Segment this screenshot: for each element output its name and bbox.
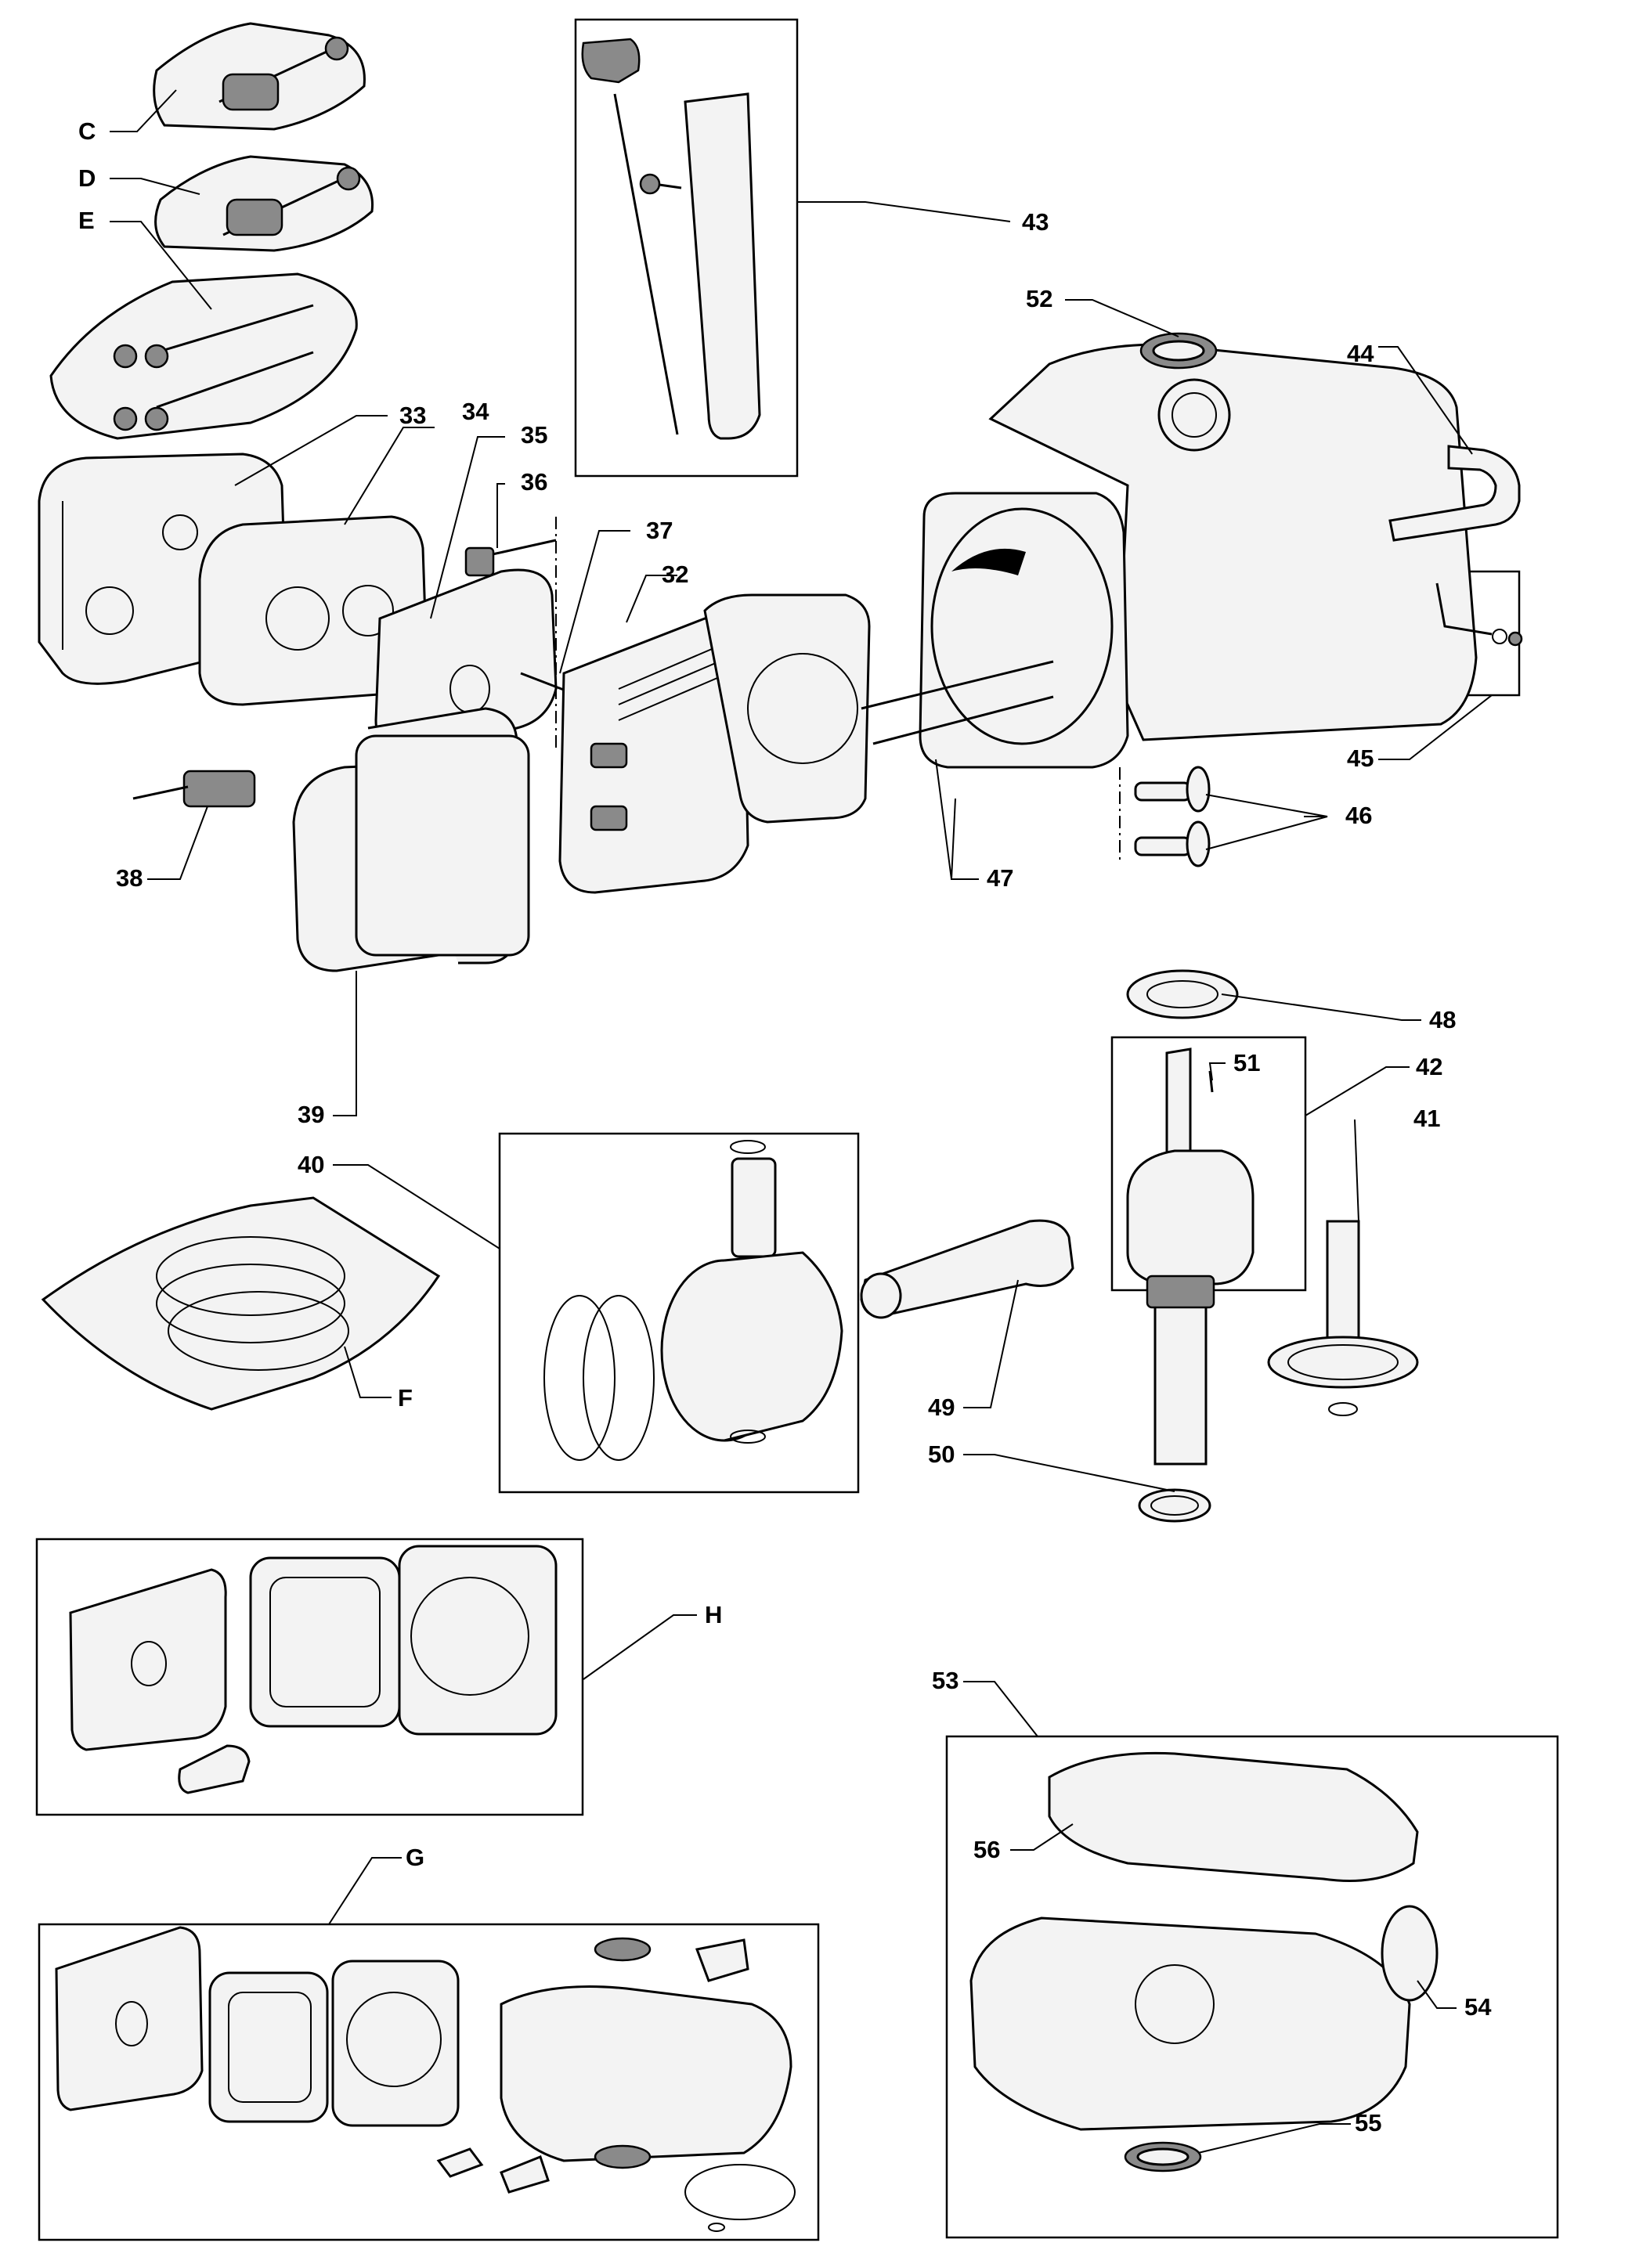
callout-e: E (78, 207, 95, 234)
callout-49: 49 (928, 1394, 955, 1421)
callout-52: 52 (1026, 285, 1053, 312)
callout-35: 35 (521, 421, 548, 449)
rocker-kit-e (49, 272, 358, 440)
callout-56: 56 (973, 1836, 1001, 1863)
bolt-36 (464, 539, 557, 577)
main-bearing-48 (1126, 969, 1239, 1019)
callout-55: 55 (1355, 2109, 1382, 2136)
callout-42: 42 (1416, 1053, 1443, 1080)
crankcase-cover-kit (969, 1751, 1439, 2172)
dowel-pins (1134, 766, 1211, 867)
crankcase (919, 343, 1478, 769)
head-gasket (703, 593, 871, 824)
callout-34: 34 (462, 398, 489, 425)
callout-51: 51 (1233, 1049, 1261, 1076)
dipstick-kit-box (574, 18, 799, 478)
callout-d: D (78, 164, 96, 192)
callout-37: 37 (646, 517, 673, 544)
callout-36: 36 (521, 468, 548, 496)
callout-40: 40 (298, 1151, 325, 1178)
callout-43: 43 (1022, 208, 1049, 236)
callout-c: C (78, 117, 96, 145)
muffler (198, 515, 428, 706)
callout-50: 50 (928, 1440, 955, 1468)
callout-38: 38 (116, 864, 143, 892)
camshaft (1267, 1220, 1419, 1416)
valve-kit-c (153, 22, 366, 131)
callout-47: 47 (987, 864, 1014, 892)
callout-h: H (705, 1601, 723, 1628)
callout-53: 53 (932, 1667, 959, 1694)
callout-46: 46 (1345, 802, 1373, 829)
gasket-set-h (69, 1545, 558, 1794)
gasket-set-g-box (38, 1923, 820, 2241)
governor-lever-kit (1435, 582, 1523, 647)
callout-g: G (406, 1844, 425, 1871)
callout-32: 32 (662, 561, 689, 588)
callout-48: 48 (1429, 1006, 1457, 1033)
piston-kit (543, 1140, 843, 1461)
woodruff-key (1208, 1070, 1214, 1093)
gasket-set-h-box (35, 1538, 584, 1816)
head-bolts (861, 660, 1054, 745)
crankcase-cover-kit-box (945, 1735, 1559, 2239)
callout-54: 54 (1464, 1993, 1492, 2021)
thrust-washer-50 (1138, 1488, 1211, 1523)
gasket-set-g (55, 1926, 796, 2232)
callout-39: 39 (298, 1101, 325, 1128)
callout-45: 45 (1347, 745, 1374, 772)
piston-kit-box (498, 1132, 860, 1494)
callout-44: 44 (1347, 340, 1374, 367)
valve-cover (292, 707, 530, 972)
dipstick-and-tube (581, 38, 761, 440)
callout-f: F (398, 1384, 413, 1412)
crankshaft (1126, 1047, 1255, 1466)
callout-33: 33 (399, 402, 427, 429)
breather-hose (1388, 445, 1521, 542)
leader-lines (110, 89, 1493, 2154)
ring-set-f (41, 1196, 441, 1411)
connecting-rod (860, 1219, 1074, 1319)
spark-plug (132, 770, 256, 808)
callout-41: 41 (1413, 1105, 1441, 1132)
valve-kit-d (154, 155, 374, 252)
